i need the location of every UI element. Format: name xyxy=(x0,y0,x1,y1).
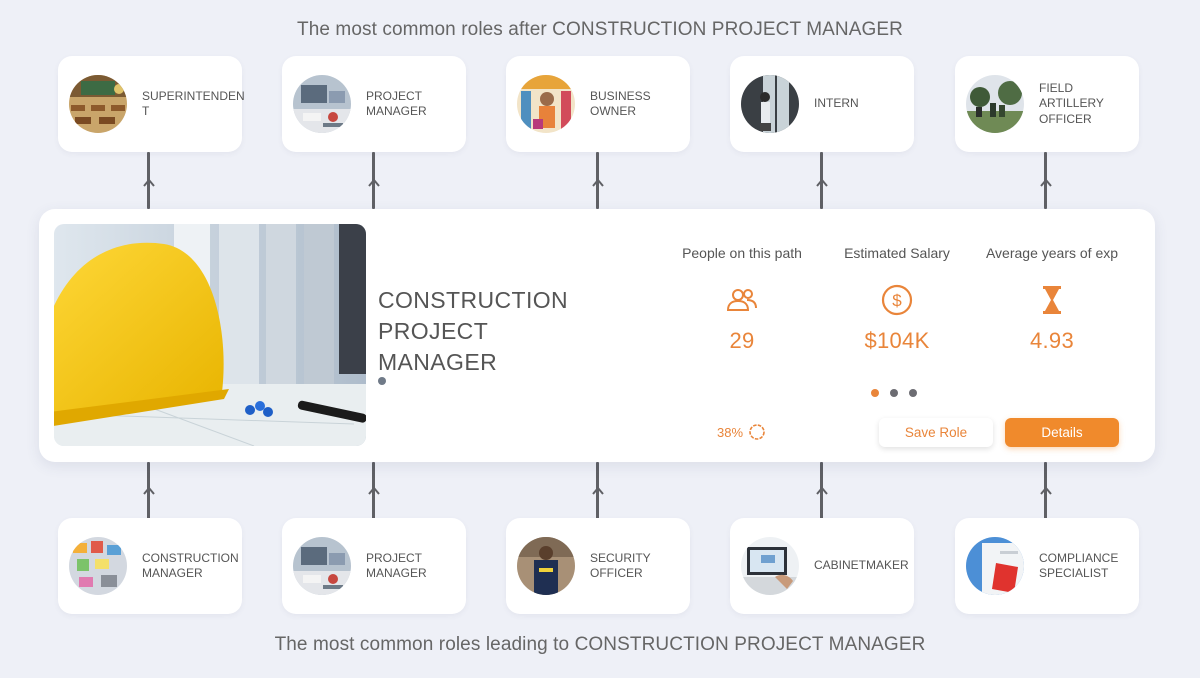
connector-line xyxy=(1044,462,1047,519)
current-role-card: CONSTRUCTION PROJECT MANAGER People on t… xyxy=(39,209,1155,462)
connector-line xyxy=(372,462,375,519)
military-field-photo-icon xyxy=(966,75,1024,133)
roles-before-row: CONSTRUCTION MANAGER PROJECT MANAGER xyxy=(0,518,1200,614)
role-card-superintendent[interactable]: SUPERINTENDENT xyxy=(58,56,245,152)
arrow-up-icon xyxy=(591,486,604,495)
pager-dot[interactable] xyxy=(909,389,917,397)
stats-pager xyxy=(871,389,917,397)
roles-after-row: SUPERINTENDENT PROJECT MANAGER xyxy=(0,56,1200,152)
role-card-intern[interactable]: INTERN xyxy=(730,56,914,152)
people-icon xyxy=(726,289,757,311)
connector-line xyxy=(596,462,599,519)
role-label: SECURITY OFFICER xyxy=(590,550,651,581)
person-window-photo-icon xyxy=(741,75,799,133)
role-card-construction-manager[interactable]: CONSTRUCTION MANAGER xyxy=(58,518,242,614)
arrow-up-icon xyxy=(1039,486,1052,495)
stat-label: People on this path xyxy=(682,245,802,261)
progress-ring-icon xyxy=(749,424,765,440)
role-label: FIELD ARTILLERY OFFICER xyxy=(1039,80,1104,126)
role-label: COMPLIANCE SPECIALIST xyxy=(1039,550,1119,581)
laptop-hands-photo-icon xyxy=(741,537,799,595)
role-label: PROJECT MANAGER xyxy=(366,550,427,581)
roles-after-heading: The most common roles after CONSTRUCTION… xyxy=(297,19,903,40)
planning-board-photo-icon xyxy=(69,537,127,595)
connector-line xyxy=(147,462,150,519)
role-card-compliance-specialist[interactable]: COMPLIANCE SPECIALIST xyxy=(955,518,1139,614)
details-button[interactable]: Details xyxy=(1005,418,1119,447)
role-label: CABINETMAKER xyxy=(814,558,909,573)
stat-value: $104K xyxy=(864,328,930,353)
role-card-security-officer[interactable]: SECURITY OFFICER xyxy=(506,518,690,614)
stat-label: Estimated Salary xyxy=(844,245,950,261)
shop-owner-photo-icon xyxy=(517,75,575,133)
stat-people: People on this path 29 xyxy=(657,245,827,354)
arrow-up-icon xyxy=(367,178,380,187)
role-label: SUPERINTENDENT xyxy=(142,88,245,119)
arrow-up-icon xyxy=(1039,178,1052,187)
role-card-project-manager[interactable]: PROJECT MANAGER xyxy=(282,56,466,152)
arrow-up-icon xyxy=(142,486,155,495)
role-label: INTERN xyxy=(814,96,859,111)
role-label: PROJECT MANAGER xyxy=(366,88,427,119)
stat-value: 4.93 xyxy=(1029,328,1075,353)
role-card-business-owner[interactable]: BUSINESS OWNER xyxy=(506,56,690,152)
progress-value: 38% xyxy=(717,424,744,440)
pager-dot[interactable] xyxy=(871,389,879,397)
current-role-title: CONSTRUCTION PROJECT MANAGER xyxy=(378,287,569,375)
arrow-up-icon xyxy=(815,178,828,187)
arrow-up-icon xyxy=(367,486,380,495)
pager-dot[interactable] xyxy=(890,389,898,397)
folder-document-photo-icon xyxy=(966,537,1024,595)
classroom-photo-icon xyxy=(69,75,127,133)
hourglass-icon xyxy=(1043,286,1061,314)
hard-hat-blueprint-photo-icon xyxy=(54,224,366,446)
role-card-cabinetmaker[interactable]: CABINETMAKER xyxy=(730,518,914,614)
svg-text:$: $ xyxy=(892,291,902,310)
arrow-up-icon xyxy=(815,486,828,495)
arrow-up-icon xyxy=(142,178,155,187)
office-desk-photo-icon xyxy=(293,537,351,595)
office-desk-photo-icon xyxy=(293,75,351,133)
dollar-circle-icon: $ xyxy=(881,284,913,316)
roles-before-heading: The most common roles leading to CONSTRU… xyxy=(274,634,926,655)
stat-salary: Estimated Salary $ $104K xyxy=(812,245,982,354)
connector-line xyxy=(820,462,823,519)
title-indicator-dot xyxy=(378,377,386,385)
stat-label: Average years of exp xyxy=(985,245,1119,261)
match-progress: 38% xyxy=(717,423,766,441)
role-card-project-manager-previous[interactable]: PROJECT MANAGER xyxy=(282,518,466,614)
role-card-field-artillery-officer[interactable]: FIELD ARTILLERY OFFICER xyxy=(955,56,1139,152)
arrow-up-icon xyxy=(591,178,604,187)
stat-years: Average years of exp 4.93 xyxy=(967,245,1137,354)
security-guard-photo-icon xyxy=(517,537,575,595)
role-label: CONSTRUCTION MANAGER xyxy=(142,550,239,581)
save-role-button[interactable]: Save Role xyxy=(879,418,993,447)
role-label: BUSINESS OWNER xyxy=(590,88,651,119)
stat-value: 29 xyxy=(729,328,755,353)
